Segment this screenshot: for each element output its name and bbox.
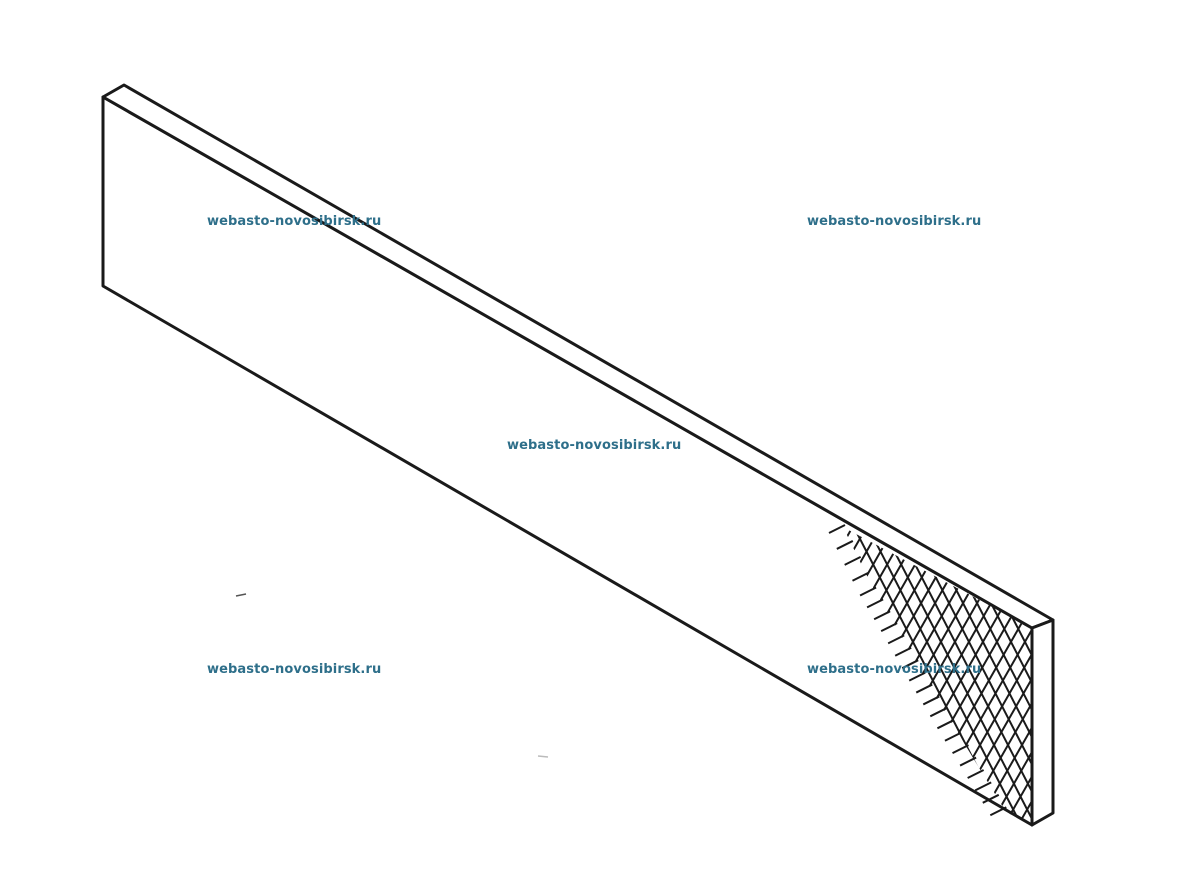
mesh-line <box>1092 500 1200 850</box>
watermark-text: webasto-novosibirsk.ru <box>507 438 682 453</box>
mesh-line <box>1172 500 1200 850</box>
mesh-line <box>1060 500 1200 850</box>
mesh-edge-tick <box>836 540 854 550</box>
mesh-edge-tick <box>828 524 846 534</box>
mesh-line <box>1064 500 1200 850</box>
panel-outline <box>101 83 1055 827</box>
watermark-text: webasto-novosibirsk.ru <box>207 662 382 677</box>
mesh-line <box>1078 500 1200 850</box>
mesh-line <box>1116 500 1200 850</box>
mesh-line <box>1190 500 1200 850</box>
mesh-line <box>1106 500 1200 850</box>
mesh-edge-tick <box>901 659 919 670</box>
mesh-line <box>1130 500 1200 850</box>
mesh-line <box>1036 500 1200 850</box>
mesh-line <box>364 500 544 850</box>
mesh-line <box>843 527 925 825</box>
mesh-line <box>989 527 1032 825</box>
watermark-text: webasto-novosibirsk.ru <box>807 662 982 677</box>
mesh-line <box>392 500 572 850</box>
panel-end-face <box>1030 618 1055 827</box>
mesh-line <box>1158 500 1200 850</box>
mesh-line <box>378 500 558 850</box>
mesh-line <box>853 527 1032 825</box>
mesh-edge-tick <box>967 769 985 779</box>
mesh-line <box>1031 527 1032 825</box>
mesh-edge-tick <box>936 719 954 730</box>
mesh-line <box>1046 500 1200 850</box>
mesh-line <box>406 500 586 850</box>
mesh-line <box>843 527 911 825</box>
stray-mark <box>537 755 549 758</box>
mesh-line <box>1050 500 1200 850</box>
mesh-line <box>1162 500 1200 850</box>
mesh-edge-tick <box>952 744 969 755</box>
mesh-line <box>1102 500 1200 850</box>
mesh-line <box>975 527 1032 825</box>
mesh-line <box>1176 500 1200 850</box>
mesh-edge-tick <box>959 756 977 767</box>
mesh-line <box>1134 500 1200 850</box>
mesh-line <box>360 500 560 850</box>
mesh-line <box>374 500 574 850</box>
mesh-line <box>1074 500 1200 850</box>
watermark-text: webasto-novosibirsk.ru <box>807 214 982 229</box>
mesh-edge-tick <box>873 610 891 621</box>
mesh-line <box>867 527 1032 825</box>
mesh-edge-tick <box>880 622 898 633</box>
mesh-edge-tick <box>989 806 1007 817</box>
mesh-edge-tick <box>929 707 947 718</box>
panel-front-face <box>101 95 1034 827</box>
mesh-line <box>1088 500 1200 850</box>
mesh-line <box>1120 500 1200 850</box>
mesh-edge-tick <box>859 586 877 597</box>
mesh-line <box>1186 500 1200 850</box>
mesh-line <box>388 500 588 850</box>
mesh-line <box>843 527 897 825</box>
mesh-edge-tick <box>974 781 992 792</box>
watermark-text: webasto-novosibirsk.ru <box>207 214 382 229</box>
mesh-edge-tick <box>852 571 869 582</box>
mesh-line <box>961 527 1032 825</box>
mesh-edge-tick <box>944 731 962 742</box>
mesh-edge-tick <box>922 695 940 706</box>
mesh-edge-tick <box>866 598 884 609</box>
mesh-edge-tick <box>887 634 905 645</box>
mesh-line <box>1148 500 1200 850</box>
mesh-edge-tick <box>844 555 862 566</box>
mesh-line <box>1144 500 1200 850</box>
mesh-edge-tick <box>894 646 912 657</box>
mesh-edge-tick <box>915 683 933 694</box>
mesh-edge-tick <box>908 671 926 682</box>
mesh-edge-tick <box>982 793 1000 804</box>
stray-mark <box>235 593 247 597</box>
